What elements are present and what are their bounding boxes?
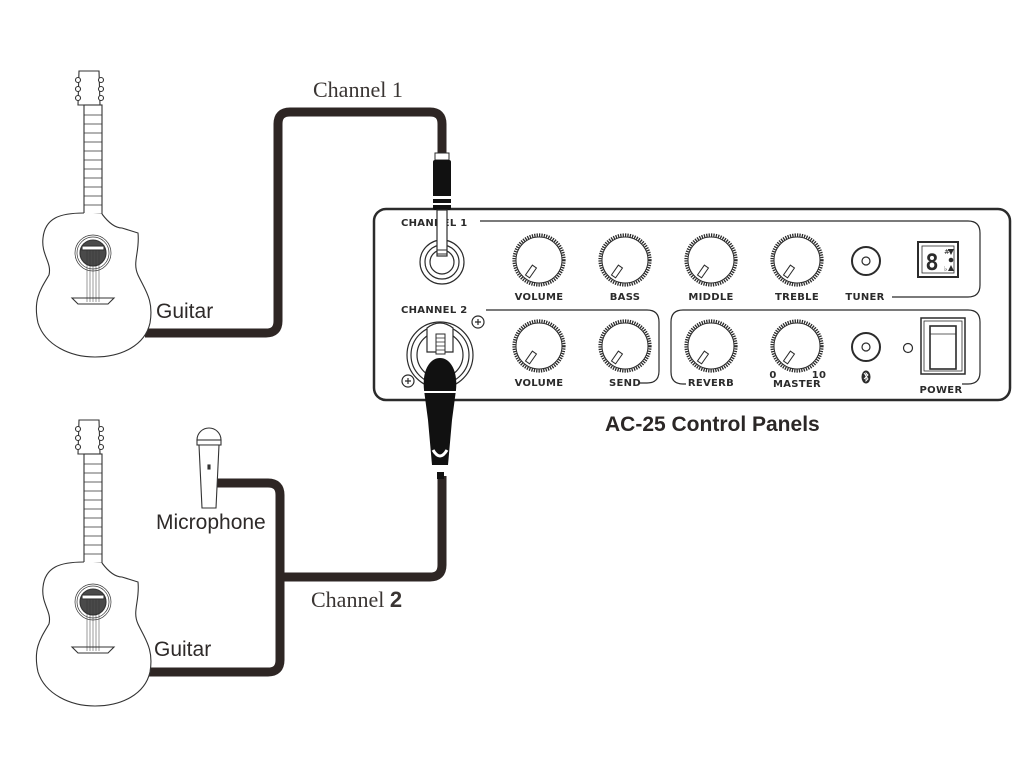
knob-label-bass: BASS [610,292,641,303]
in-tune-dot-icon [948,257,954,263]
channel-1-jack[interactable] [419,239,465,285]
microphone-icon [196,427,222,509]
tuner-digit: 8 [925,251,938,276]
knob-label-volume-1: VOLUME [515,292,564,303]
power-led [902,342,914,354]
control-panel: CHANNEL 1 CHANNEL 2 VOLUME BASS MIDDLE T… [372,207,1012,402]
knob-bass[interactable] [598,233,652,287]
knob-label-reverb: REVERB [688,378,734,389]
knob-label-middle: MIDDLE [688,292,733,303]
tuner-label: TUNER [845,292,884,303]
tune-up-arrow-icon [948,265,954,271]
channel-1-label: Channel 1 [313,77,403,102]
cable-channel-2 [280,476,447,582]
master-max-label: 10 [812,370,827,381]
knob-label-treble: TREBLE [775,292,819,303]
tuner-display: 8 # ♭ [917,241,959,278]
knob-pointer [696,350,710,365]
quarter-inch-plug [433,152,451,257]
tune-down-arrow-icon [948,249,954,255]
channel-1-input-label: CHANNEL 1 [401,218,468,229]
power-switch[interactable] [920,317,966,375]
sharp-indicator: # [944,248,950,256]
bluetooth-button[interactable] [851,332,881,362]
knob-pointer [524,264,538,279]
cable-guitar-2 [148,577,285,677]
knob-pointer [610,264,624,279]
knob-pointer [782,350,796,365]
microphone-label: Microphone [156,511,266,534]
knob-middle[interactable] [684,233,738,287]
knob-master[interactable] [770,319,824,373]
knob-pointer [696,264,710,279]
knob-pointer [524,350,538,365]
knob-label-master: MASTER [773,379,821,390]
guitar-1-icon [35,70,152,358]
knob-pointer [610,350,624,365]
channel-2-label: Channel 2 [311,587,402,612]
cable-microphone [217,478,285,577]
guitar-1-label: Guitar [156,300,213,323]
knob-volume[interactable] [512,319,566,373]
knob-label-volume-2: VOLUME [515,378,564,389]
knob-treble[interactable] [770,233,824,287]
guitar-2-label: Guitar [154,638,211,661]
cable-channel-1 [145,107,447,338]
flat-indicator: ♭ [944,265,947,273]
channel-2-input-label: CHANNEL 2 [401,305,468,316]
knob-volume[interactable] [512,233,566,287]
tuner-button[interactable] [851,246,881,276]
knob-pointer [782,264,796,279]
master-min-label: 0 [769,370,776,381]
diagram-title: AC-25 Control Panels [605,413,820,436]
xlr-plug [423,322,457,479]
knob-send[interactable] [598,319,652,373]
power-label: POWER [920,385,963,396]
bluetooth-icon [861,370,871,384]
guitar-2-icon [35,419,152,707]
knob-label-send: SEND [609,378,641,389]
knob-reverb[interactable] [684,319,738,373]
cables [145,107,447,677]
